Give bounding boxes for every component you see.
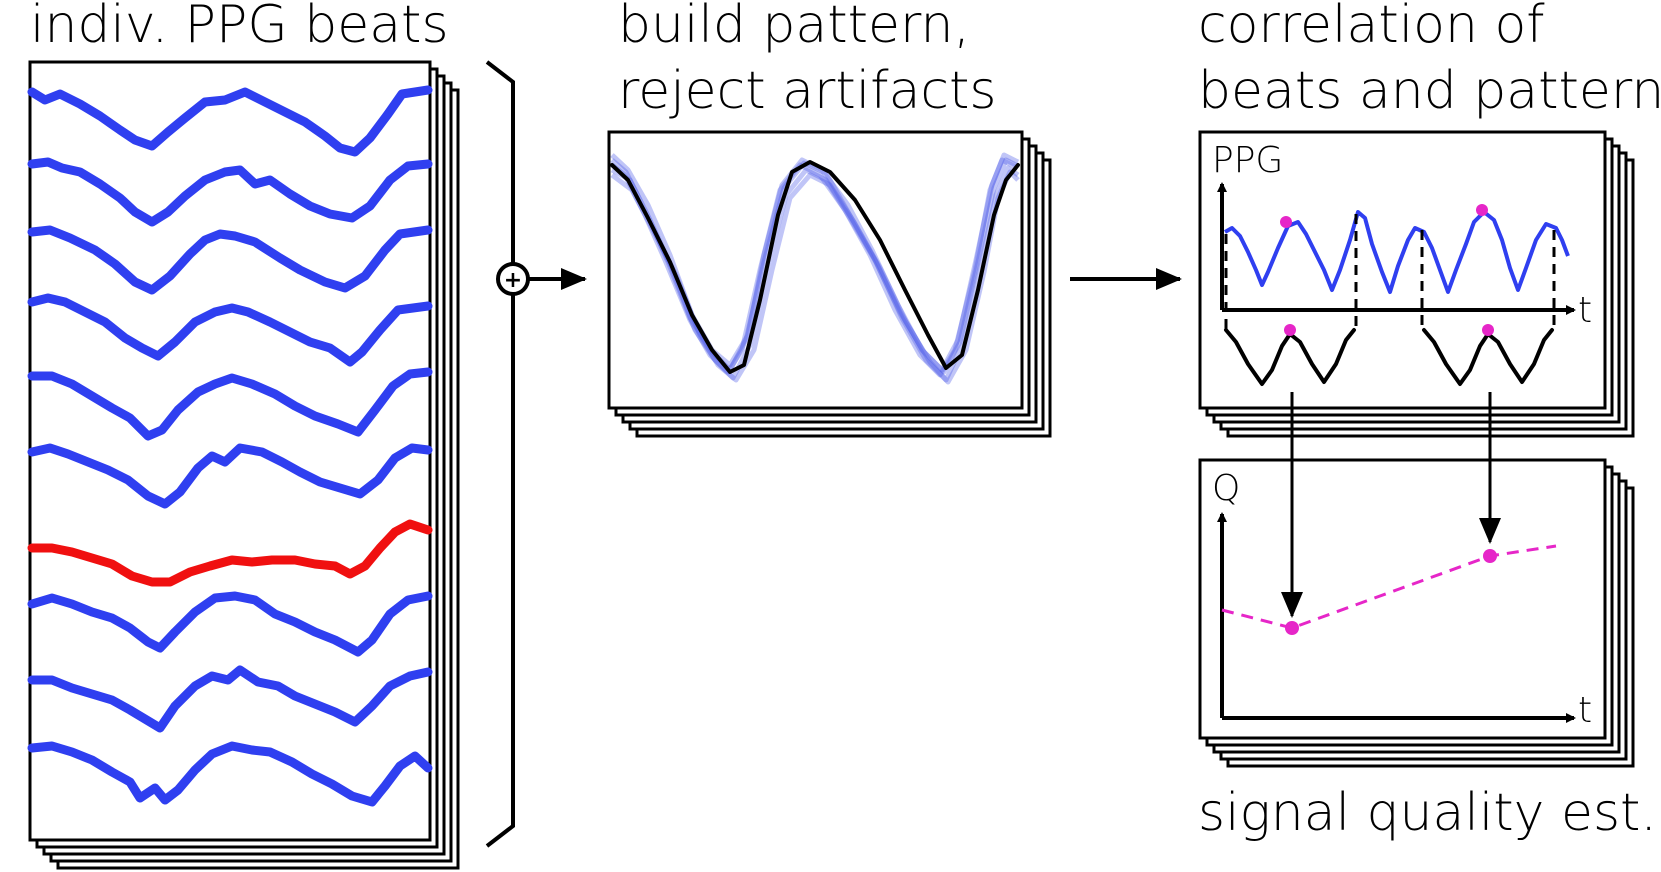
quality-point — [1285, 621, 1299, 635]
beat-trace — [27, 741, 433, 807]
beat-trace — [27, 665, 433, 733]
beat-traces — [27, 85, 433, 807]
correlation-title-line1: correlation of — [1198, 0, 1545, 55]
beat-trace — [27, 85, 433, 157]
peak-marker — [1280, 216, 1292, 228]
axis-label-t: t — [1578, 690, 1592, 731]
beat-trace — [27, 225, 433, 295]
sum-symbol: + — [504, 268, 522, 293]
indiv-beats-title: indiv. PPG beats — [30, 0, 449, 55]
peak-marker — [1482, 324, 1494, 336]
quality-panel-stack — [1198, 458, 1635, 768]
artifact-beat-trace — [27, 519, 433, 587]
pattern-trace — [610, 160, 1020, 374]
sum-bracket — [485, 60, 515, 848]
beats-panel-stack — [28, 60, 460, 870]
beat-trace — [27, 443, 433, 509]
correlation-title-line2: beats and pattern — [1198, 61, 1661, 121]
beat-trace — [27, 157, 433, 227]
ppg-signal — [1224, 210, 1570, 294]
build-pattern-title-line2: reject artifacts — [618, 61, 997, 121]
beat-trace — [27, 367, 433, 441]
peak-marker — [1476, 204, 1488, 216]
axis-label-t: t — [1578, 290, 1592, 331]
pattern-panel-stack — [607, 130, 1052, 438]
axis-label-ppg: PPG — [1212, 140, 1283, 181]
quality-point — [1483, 549, 1497, 563]
beat-trace — [27, 591, 433, 657]
beat-trace — [27, 293, 433, 367]
peak-marker — [1284, 324, 1296, 336]
axis-label-q: Q — [1212, 468, 1240, 509]
circled-plus-icon: + — [496, 262, 530, 296]
signal-quality-caption: signal quality est. — [1198, 783, 1657, 843]
build-pattern-title-line1: build pattern, — [618, 0, 970, 55]
